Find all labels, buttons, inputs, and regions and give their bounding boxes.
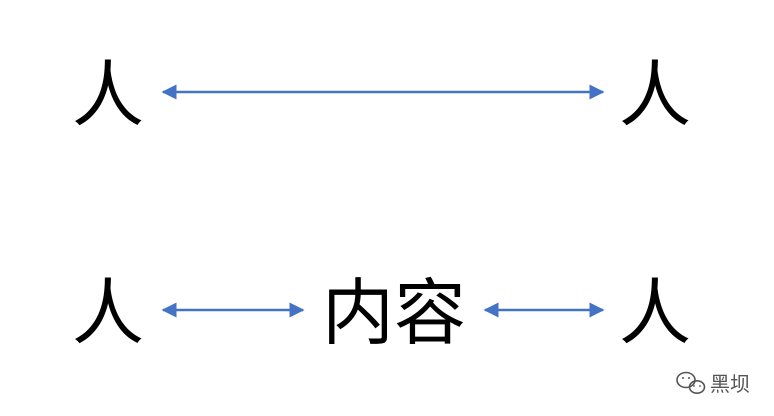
watermark: 黑坝 [676,371,750,396]
wechat-icon [676,371,706,394]
person-bottom-right: 人 [619,271,691,355]
person-top-left: 人 [72,53,144,137]
person-top-right: 人 [619,53,691,137]
watermark-text: 黑坝 [710,372,750,396]
person-bottom-left: 人 [72,271,144,355]
content-node: 内容 [322,271,466,355]
